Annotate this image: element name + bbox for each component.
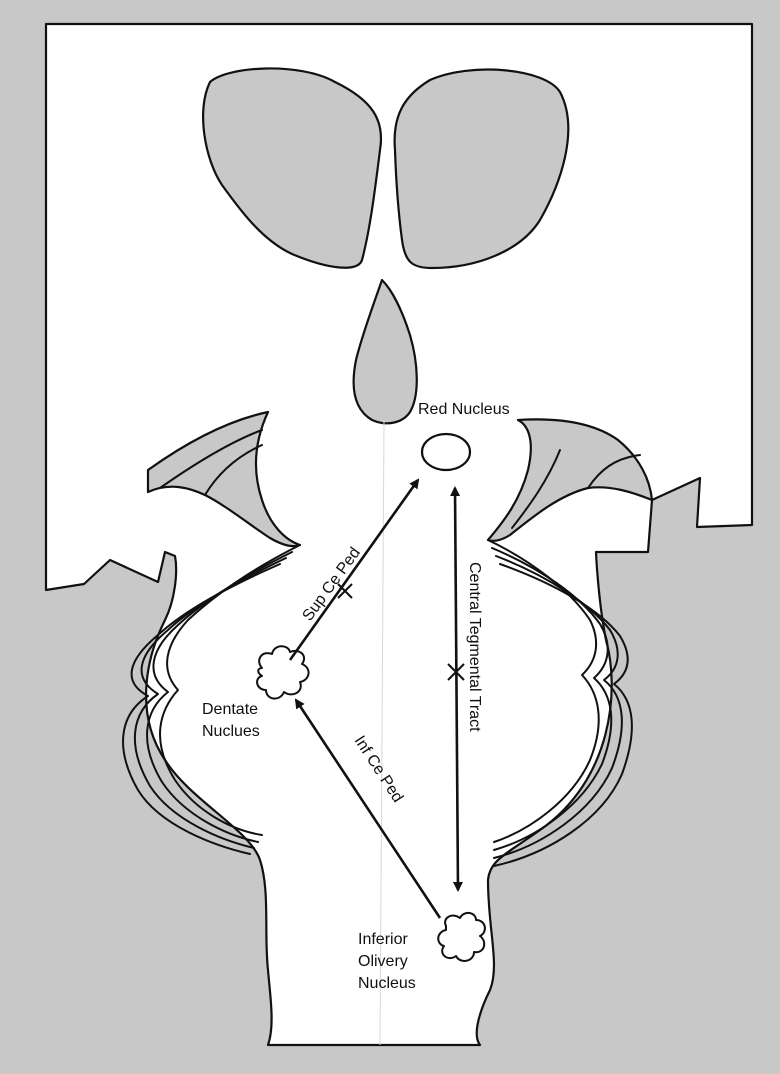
dentate-label-line2: Nuclues bbox=[202, 723, 260, 740]
inferior-olivary-label-line3: Nucleus bbox=[358, 975, 416, 992]
inferior-olivary-label-line1: Inferior bbox=[358, 931, 408, 948]
central-tegmental-label: Central Tegmental Tract bbox=[466, 562, 483, 732]
red-nucleus-shape bbox=[422, 434, 470, 470]
red-nucleus-label: Red Nucleus bbox=[418, 401, 510, 418]
inferior-olivary-label-line2: Olivery bbox=[358, 953, 408, 970]
dentate-label-line1: Dentate bbox=[202, 701, 258, 718]
